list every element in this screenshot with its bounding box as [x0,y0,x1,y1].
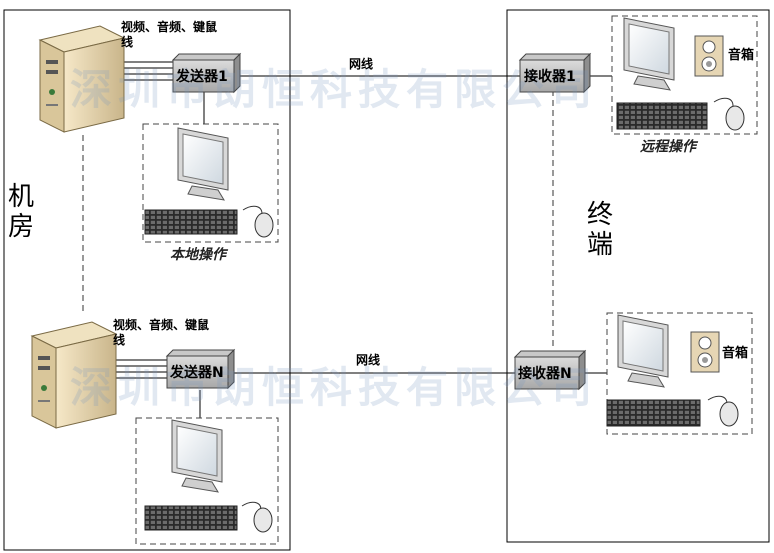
keyboard-icon [144,505,238,531]
machine-room-border [3,9,291,551]
speaker-icon [690,331,720,373]
local-station-1-frame [142,123,279,243]
network-label-n: 网线 [356,353,381,367]
remote-station-n-frame [606,312,753,435]
mouse-icon [713,97,745,131]
mouse-icon [242,205,274,238]
monitor-icon [623,17,675,91]
monitor-icon [171,419,223,493]
terminal-border [506,9,770,543]
sender-1-label: 发送器1 [176,69,228,85]
sender-n-box [165,348,236,390]
signal-cables-n [112,359,167,379]
receiver-1-label: 接收器1 [524,69,576,85]
speaker-label-n: 音箱 [722,346,749,361]
machine-room-label: 机房 [8,182,35,242]
receiver-n-box [513,349,587,391]
server-n-icon [30,321,118,429]
terminal-label: 终端 [587,200,614,260]
speaker-icon [694,35,724,77]
keyboard-icon [606,399,701,427]
sender-1-box [171,52,242,94]
keyboard-icon [144,209,238,235]
receiver-1-box [518,52,592,94]
mouse-icon [241,501,273,533]
local-station-n-frame [135,417,279,545]
server-1-icon [38,25,126,133]
local-operation-caption: 本地操作 [170,247,226,263]
speaker-label-1: 音箱 [728,48,755,63]
mouse-icon [707,395,739,427]
remote-station-1-frame [611,15,758,135]
network-label-1: 网线 [349,57,374,71]
receiver-n-label: 接收器N [518,366,572,382]
monitor-icon [617,314,669,388]
signal-label-n: 视频、音频、键鼠线 [113,318,210,347]
remote-operation-caption: 远程操作 [640,139,696,155]
monitor-icon [177,127,229,201]
signal-cables-1 [120,61,173,81]
keyboard-icon [616,102,708,130]
sender-n-label: 发送器N [170,365,224,381]
signal-label-1: 视频、音频、键鼠线 [121,20,218,49]
